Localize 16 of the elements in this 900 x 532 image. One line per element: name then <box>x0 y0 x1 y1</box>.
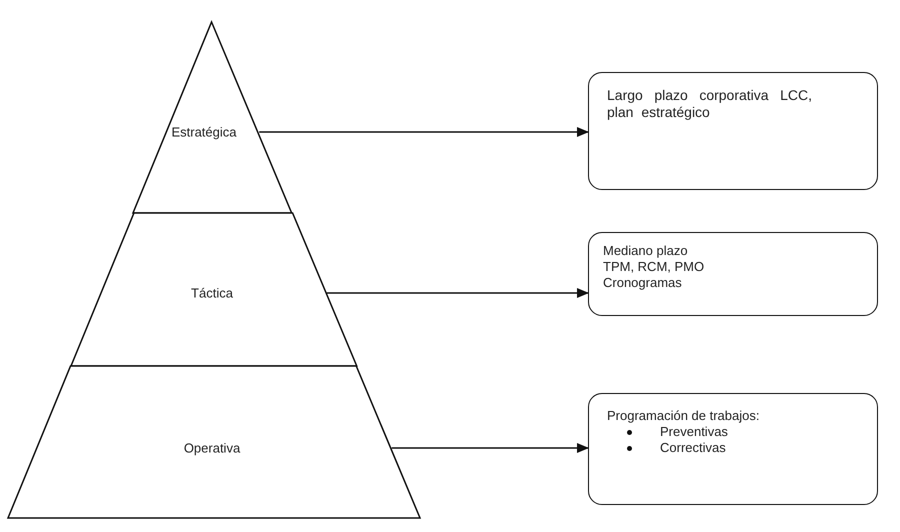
rounded-box <box>588 232 878 316</box>
bullet-item: Correctivas <box>607 440 859 456</box>
description-text: Programación de trabajos: <box>607 408 760 424</box>
level-label: Operativa <box>184 440 240 456</box>
description-text: Cronogramas <box>603 275 683 291</box>
rounded-box <box>588 72 878 190</box>
description-text: TPM, RCM, PMO <box>603 259 706 275</box>
bullet-item: Preventivas <box>607 424 859 440</box>
arrow <box>326 288 589 298</box>
rounded-box <box>588 393 878 505</box>
description-text: Mediano plazo <box>603 243 689 259</box>
level-label: Táctica <box>191 286 233 300</box>
arrow <box>259 127 589 137</box>
arrow <box>392 443 589 453</box>
description-text: Largo plazo corporativa LCC, plan estratégico <box>607 87 812 121</box>
level-label: Estratégica <box>171 124 236 140</box>
